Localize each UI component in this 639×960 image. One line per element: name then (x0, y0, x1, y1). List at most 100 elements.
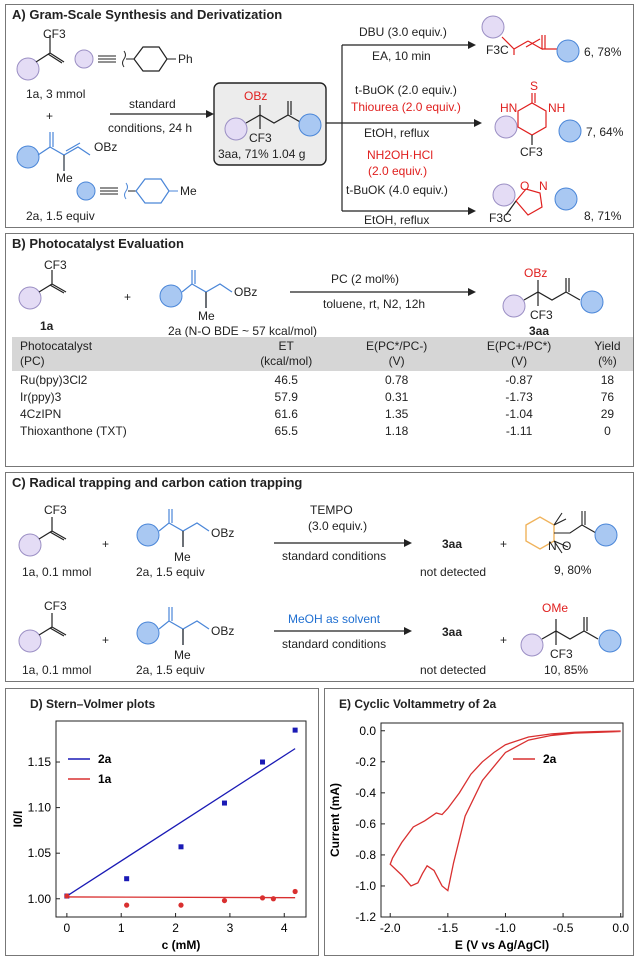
fit-line-1a (66, 896, 296, 899)
obz-label: OBz (94, 140, 118, 154)
plot-frame (55, 720, 307, 918)
legend-label-2a: 2a (98, 752, 112, 766)
c2-cf3: CF3 (44, 599, 67, 613)
x-tick-label: 1 (118, 921, 125, 935)
y-tick-label: 0.0 (359, 724, 376, 738)
panel-e: E) Cyclic Voltammetry of 2a -2.0 -1.5 -1.0… (324, 688, 634, 956)
col-header-et: ET(kcal/mol) (235, 337, 337, 371)
r3-line2: (2.0 equiv.) (368, 164, 428, 178)
c2-obz: OBz (211, 624, 235, 638)
p6-cf3: F3C (486, 43, 509, 57)
c1-sub-1a: 1a, 0.1 mmol (22, 565, 92, 579)
p8-label: 8, 71% (584, 209, 622, 223)
arrow-top-text: standard (129, 97, 176, 111)
legend-label-2a: 2a (543, 752, 557, 766)
c1-arrow-top1: TEMPO (310, 503, 353, 517)
x-tick-label: 4 (281, 921, 288, 935)
b-arrow-bottom: toluene, rt, N2, 12h (323, 297, 426, 311)
p7-label: 7, 64% (586, 125, 624, 139)
data-point-1a (124, 902, 130, 908)
me-right-label: Me (180, 184, 197, 198)
panel-c-structures (18, 509, 622, 657)
data-point-2a (124, 876, 130, 882)
panel-c-title: C) Radical trapping and carbon cation tr… (12, 475, 303, 490)
chart-d-title: D) Stern–Volmer plots (30, 697, 156, 711)
y-tick-label: -0.4 (355, 786, 376, 800)
c1-trap-n: N (548, 539, 557, 553)
x-tick-label: 0 (64, 921, 71, 935)
x-tick-label: -2.0 (380, 921, 401, 935)
sub-1a-label: 1a, 3 mmol (26, 87, 86, 101)
photocatalyst-table: Photocatalyst(PC) ET(kcal/mol) E(PC*/PC-… (12, 337, 633, 439)
chart-e-title: E) Cyclic Voltammetry of 2a (339, 697, 497, 711)
c2-product-status: not detected (420, 663, 487, 677)
p8-n: N (539, 179, 548, 193)
x-tick-label: -1.5 (437, 921, 458, 935)
r1-bottom: EA, 10 min (372, 49, 431, 63)
y-tick-label: -1.0 (355, 879, 376, 893)
b-me: Me (198, 309, 215, 323)
c1-plus: + (102, 537, 110, 551)
phenyl-ring (133, 46, 168, 72)
c1-arrow-top2: (3.0 equiv.) (308, 519, 368, 533)
data-point-2a (292, 727, 298, 733)
data-point-1a (64, 893, 70, 899)
plus-sign: + (46, 109, 54, 123)
b-sub-1a: 1a (40, 319, 54, 333)
panel-b-title: B) Photocatalyst Evaluation (12, 236, 184, 251)
p7-hn: HN (500, 101, 518, 115)
p7-cf3: CF3 (520, 145, 543, 159)
p8-cf3: F3C (489, 211, 512, 225)
b-product-cf3: CF3 (530, 308, 553, 322)
x-axis-label: c (mM) (162, 938, 201, 952)
legend-label-1a: 1a (98, 772, 112, 786)
fit-line-2a (66, 748, 296, 897)
b-plus: + (124, 290, 132, 304)
data-point-1a (259, 895, 266, 901)
panel-a: A) Gram-Scale Synthesis and Derivatizati… (5, 4, 634, 228)
y-tick-label: 1.00 (28, 892, 52, 906)
c2-plus-2: + (500, 633, 508, 647)
data-point-2a (221, 800, 227, 806)
arrow-bottom-text: conditions, 24 h (108, 121, 193, 135)
data-point-1a (292, 888, 298, 895)
r3-bottom: EtOH, reflux (364, 213, 430, 227)
b-product-label: 3aa (529, 324, 550, 338)
me-label: Me (56, 171, 73, 185)
panel-a-title: A) Gram-Scale Synthesis and Derivatizati… (12, 7, 283, 22)
c2-trap-cf3: CF3 (550, 647, 573, 661)
aryl-circle-2a (16, 145, 40, 169)
c2-trap-label: 10, 85% (544, 663, 589, 677)
y-tick-label: -0.8 (355, 848, 376, 862)
data-point-1a (178, 902, 184, 908)
product-obz: OBz (244, 89, 268, 103)
product-cf3: CF3 (249, 131, 272, 145)
b-obz: OBz (234, 285, 258, 299)
c2-sub-2a: 2a, 1.5 equiv (136, 663, 205, 677)
c1-trap-o: O (562, 539, 572, 553)
c2-product: 3aa (442, 625, 463, 639)
cf3-label: CF3 (43, 27, 66, 41)
product-3aa-label: 3aa, 71% 1.04 g (218, 147, 306, 161)
c1-trap-label: 9, 80% (554, 563, 592, 577)
table-header-row: Photocatalyst(PC) ET(kcal/mol) E(PC*/PC-… (12, 337, 633, 371)
c2-trap-ome: OMe (542, 601, 569, 615)
x-tick-label: 2 (172, 921, 179, 935)
x-tick-label: -1.0 (495, 921, 516, 935)
p7-nh: NH (548, 101, 566, 115)
y-tick-label: 1.05 (28, 846, 52, 860)
c1-arrow-bottom: standard conditions (282, 549, 387, 563)
c1-product-status: not detected (420, 565, 487, 579)
c2-me: Me (174, 648, 191, 662)
b-arrow-top: PC (2 mol%) (331, 272, 400, 286)
data-point-1a (221, 897, 228, 904)
r3-line3: t-BuOK (4.0 equiv.) (346, 183, 448, 197)
r3-line1: NH2OH·HCl (367, 148, 433, 162)
series-line-2a (389, 730, 621, 892)
